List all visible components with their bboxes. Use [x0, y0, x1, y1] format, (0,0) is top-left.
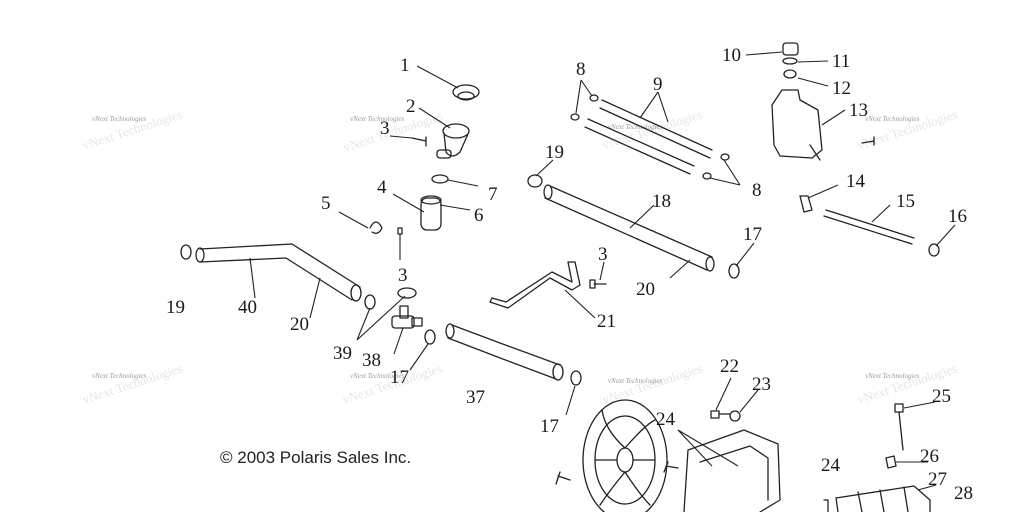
callout-23: 23 — [752, 374, 771, 395]
hose-clamp — [527, 174, 543, 188]
bolt — [397, 227, 403, 235]
watermark: vNext Technologies — [350, 372, 405, 380]
callout-4: 4 — [377, 177, 387, 198]
callout-10: 10 — [722, 45, 741, 66]
copyright-notice: © 2003 Polaris Sales Inc. — [220, 448, 411, 467]
washer — [729, 410, 741, 422]
watermarks: vNext Technologies vNext Technologies vN… — [80, 106, 959, 406]
callout-15: 15 — [896, 191, 915, 212]
callout-21: 21 — [597, 311, 616, 332]
connector-tube — [420, 195, 442, 231]
callout-11: 11 — [832, 51, 850, 72]
callout-27: 27 — [928, 469, 947, 490]
clip — [823, 499, 829, 512]
clip — [369, 221, 383, 234]
watermark: vNext Technologies — [865, 372, 920, 380]
hose-clamp — [570, 370, 582, 386]
callout-18: 18 — [652, 191, 671, 212]
callout-3: 3 — [398, 265, 408, 286]
radiator — [835, 485, 931, 512]
callout-38: 38 — [362, 350, 381, 371]
callout-20: 20 — [636, 279, 655, 300]
bolt — [589, 279, 607, 289]
cooling-fan — [582, 399, 668, 512]
callout-8: 8 — [576, 59, 586, 80]
hose-clamp — [397, 287, 417, 299]
callout-3: 3 — [598, 244, 608, 265]
vent-tube — [823, 209, 915, 245]
callout-14: 14 — [846, 171, 866, 192]
callout-17: 17 — [540, 416, 559, 437]
hose-clamp — [728, 263, 740, 279]
fan-shroud — [683, 429, 781, 512]
callout-labels: 1 2 3 3 3 4 5 6 7 8 8 9 10 11 12 13 14 1… — [166, 45, 973, 504]
temperature-sensor — [894, 403, 904, 451]
watermark: vNext Technologies — [92, 372, 147, 380]
screw — [555, 471, 571, 485]
callout-19: 19 — [166, 297, 185, 318]
hose-clamp — [431, 174, 449, 184]
radiator-hose — [195, 243, 362, 302]
leader-lines — [249, 51, 956, 491]
coolant-tube — [543, 184, 715, 272]
callout-40: 40 — [238, 297, 257, 318]
callout-19: 19 — [545, 142, 564, 163]
screw — [663, 461, 679, 473]
hose-fitting — [799, 195, 813, 213]
callout-37: 37 — [466, 387, 485, 408]
callout-2: 2 — [406, 96, 416, 117]
callout-8: 8 — [752, 180, 762, 201]
watermark-ghost: vNext Technologies — [856, 106, 959, 152]
hose-clamp — [424, 329, 436, 345]
callout-7: 7 — [488, 184, 498, 205]
callout-24: 24 — [821, 455, 841, 476]
callout-6: 6 — [474, 205, 484, 226]
callout-12: 12 — [832, 78, 851, 99]
hose-clamp — [180, 244, 192, 260]
screw — [411, 136, 427, 147]
callout-17: 17 — [743, 224, 762, 245]
callout-17: 17 — [390, 367, 409, 388]
watermark-ghost: vNext Technologies — [80, 360, 183, 406]
callout-13: 13 — [849, 100, 868, 121]
callout-26: 26 — [920, 446, 939, 467]
bolt — [710, 410, 731, 419]
callout-16: 16 — [948, 206, 967, 227]
watermark: vNext Technologies — [350, 115, 405, 123]
watermark: vNext Technologies — [865, 115, 920, 123]
callout-39: 39 — [333, 343, 352, 364]
tee-fitting — [391, 305, 423, 329]
callout-22: 22 — [720, 356, 739, 377]
callout-20: 20 — [290, 314, 309, 335]
callout-28: 28 — [954, 483, 973, 504]
watermark-ghost: vNext Technologies — [81, 106, 184, 152]
watermark: vNext Technologies — [92, 115, 147, 123]
overflow-tubes — [570, 94, 730, 180]
hose-clamp — [928, 243, 940, 257]
mounting-bracket — [489, 261, 581, 309]
callout-9: 9 — [653, 74, 663, 95]
callout-3: 3 — [380, 118, 390, 139]
watermark: vNext Technologies — [608, 123, 663, 131]
callout-1: 1 — [400, 55, 410, 76]
callout-5: 5 — [321, 193, 331, 214]
callout-24: 24 — [656, 409, 676, 430]
parts — [180, 42, 940, 512]
watermark: vNext Technologies — [608, 377, 663, 385]
filler-neck — [436, 123, 470, 159]
screw — [861, 136, 875, 146]
radiator-cap — [452, 84, 480, 101]
callout-25: 25 — [932, 386, 951, 407]
coolant-reservoir — [771, 42, 823, 161]
nut — [885, 455, 897, 469]
lower-hose — [445, 323, 564, 381]
hose-clamp — [364, 294, 376, 310]
